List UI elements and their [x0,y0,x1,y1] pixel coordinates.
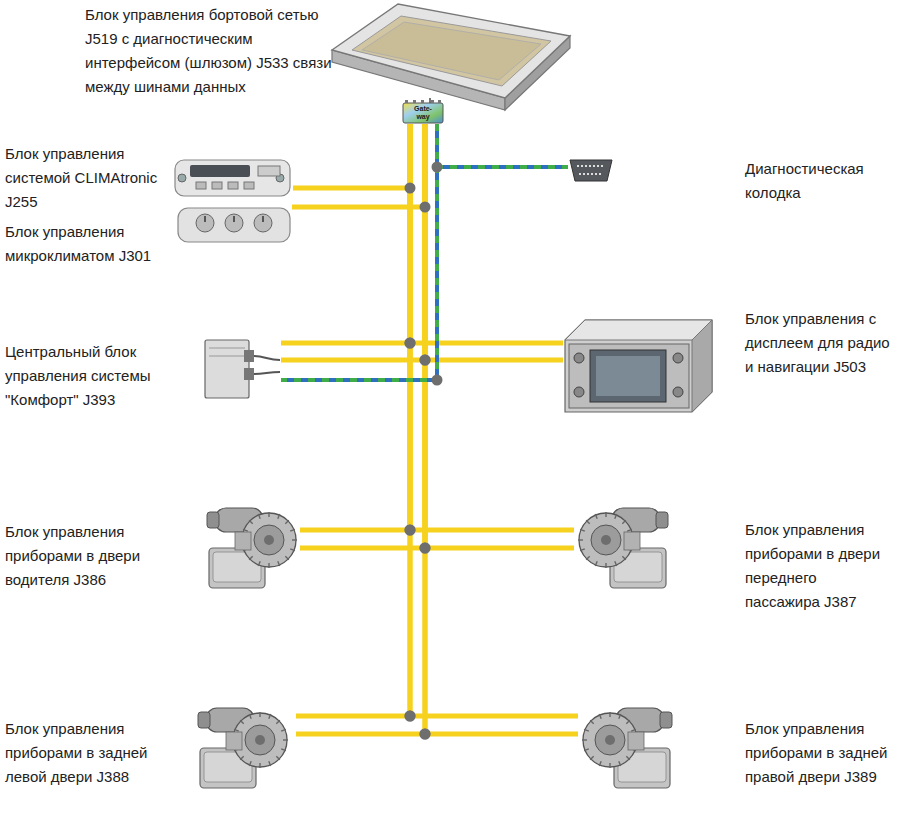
unit-label: Блок управления бортовой сетью J519 с ди… [85,3,340,99]
wire-stroke [300,124,425,548]
unit-illustration [176,206,292,244]
wire-stroke [281,124,437,380]
diagnostic-connector: Диагностическая колодка [568,157,895,205]
unit-label: Блок управления приборами в задней право… [745,717,895,789]
wire-stroke [425,124,578,734]
can-bus-wire [410,124,563,360]
door-control-unit: Блок управления приборами в двери водите… [5,498,300,592]
gateway-chip-label: Gate-way [412,105,434,121]
unit-illustration [186,697,296,793]
wire-stroke [281,124,410,343]
wire-stroke [437,124,568,167]
can-bus-wire [300,124,425,548]
wire-stroke [410,124,574,530]
wire-stroke [292,124,425,207]
can-bus-wire [292,124,425,207]
can-bus-wire [296,124,425,734]
wire-stroke [300,124,410,530]
radio-nav-unit: Блок управления с дисплеем для радио и н… [563,307,895,414]
unit-label: Блок управления приборами в двери передн… [745,518,895,614]
junction-dot [405,338,416,349]
junction-dot [432,162,443,173]
can-bus-wire [410,124,574,548]
junction-dot [405,525,416,536]
unit-illustration [203,498,300,592]
wire-stroke [281,124,425,360]
unit-label: Центральный блок управления системы "Ком… [5,340,195,412]
wire-stroke [296,124,425,734]
gateway-control-unit: Блок управления бортовой сетью J519 с ди… [85,0,574,124]
wire-stroke [437,124,568,167]
wire-stroke [296,124,410,716]
junction-dot [420,729,431,740]
diagnostic-wire [437,124,568,167]
unit-illustration [578,697,675,793]
wire-stroke [410,124,563,343]
junction-dot [420,355,431,366]
can-bus-wire [293,124,410,188]
unit-label: Блок управления микроклиматом J301 [5,220,170,268]
junction-dot [405,525,416,536]
wire-stroke [425,124,563,360]
junction-dot [420,202,431,213]
wire-stroke [425,124,574,548]
unit-label: Диагностическая колодка [745,157,895,205]
junction-dot [405,711,416,722]
unit-label: Блок управления приборами в задней левой… [5,717,155,789]
can-bus-wire [281,124,425,360]
unit-label: Блок управления с дисплеем для радио и н… [745,307,895,379]
unit-illustration [563,318,714,414]
diagnostic-wire [281,124,437,380]
junction-dot [405,711,416,722]
junction-dots [405,162,443,740]
junction-dot [420,543,431,554]
unit-illustration [203,336,281,400]
unit-illustration [328,0,574,124]
junction-dot [405,183,416,194]
unit-label: Блок управления системой CLIMAtronic J25… [5,142,170,214]
unit-illustration [568,157,614,183]
junction-dot [420,543,431,554]
door-control-unit: Блок управления приборами в двери передн… [574,498,895,614]
wire-stroke [281,124,437,380]
unit-label: Блок управления приборами в двери водите… [5,520,155,592]
junction-dot [420,355,431,366]
junction-dot [432,375,443,386]
climatronic-unit: Блок управления системой CLIMAtronic J25… [5,142,293,214]
climate-unit: Блок управления микроклиматом J301 [5,206,292,268]
unit-illustration [574,498,671,592]
door-control-unit: Блок управления приборами в задней левой… [5,697,296,793]
door-control-unit: Блок управления приборами в задней право… [578,697,895,793]
comfort-unit: Центральный блок управления системы "Ком… [5,336,281,412]
junction-dot [405,338,416,349]
wire-stroke [293,124,410,188]
unit-illustration [173,158,293,198]
junction-dot [420,729,431,740]
